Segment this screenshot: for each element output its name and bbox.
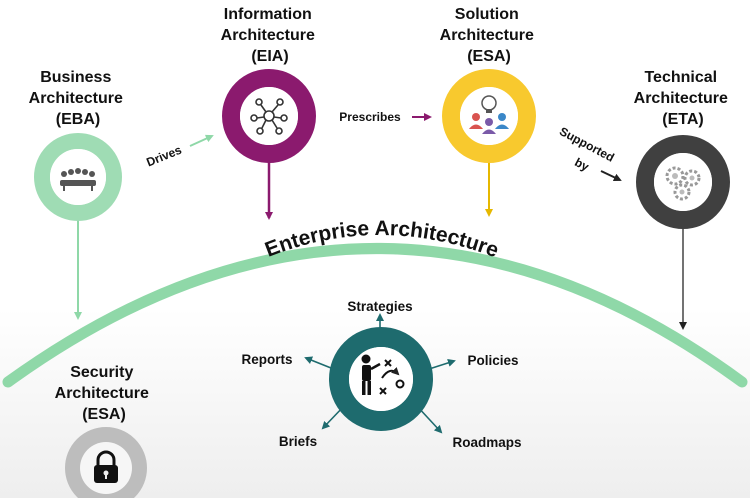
drives-arrow [189, 134, 214, 147]
supported-by-label: by [572, 155, 591, 174]
esa-security-title: Security Architecture (ESA) [55, 364, 154, 423]
eba-node [34, 133, 122, 221]
people-lightbulb-icon [469, 95, 509, 134]
esa-solution-node [442, 69, 536, 163]
enterprise-arc [2, 243, 748, 388]
output-briefs: Briefs [279, 434, 317, 449]
esa-security-node [65, 427, 147, 498]
output-strategies: Strategies [347, 299, 412, 314]
eta-title: Technical Architecture (ETA) [634, 69, 733, 128]
meeting-room-icon [60, 168, 96, 191]
eba-title: Business Architecture (EBA) [29, 69, 128, 128]
padlock-icon [94, 450, 118, 483]
supported-arrow [600, 170, 622, 182]
eia-node [222, 69, 316, 163]
eta-node [636, 135, 730, 229]
drives-label: Drives [144, 143, 184, 170]
eia-title: Information Architecture (EIA) [221, 6, 320, 65]
esa-solution-title: Solution Architecture (ESA) [440, 6, 539, 65]
center-hub-node [329, 327, 433, 431]
strategist-icon [361, 354, 405, 395]
output-policies: Policies [467, 353, 518, 368]
output-reports: Reports [241, 352, 292, 367]
gears-icon [665, 166, 701, 201]
prescribes-label: Prescribes [339, 110, 401, 124]
network-nodes-icon [250, 98, 288, 135]
output-roadmaps: Roadmaps [452, 435, 521, 450]
